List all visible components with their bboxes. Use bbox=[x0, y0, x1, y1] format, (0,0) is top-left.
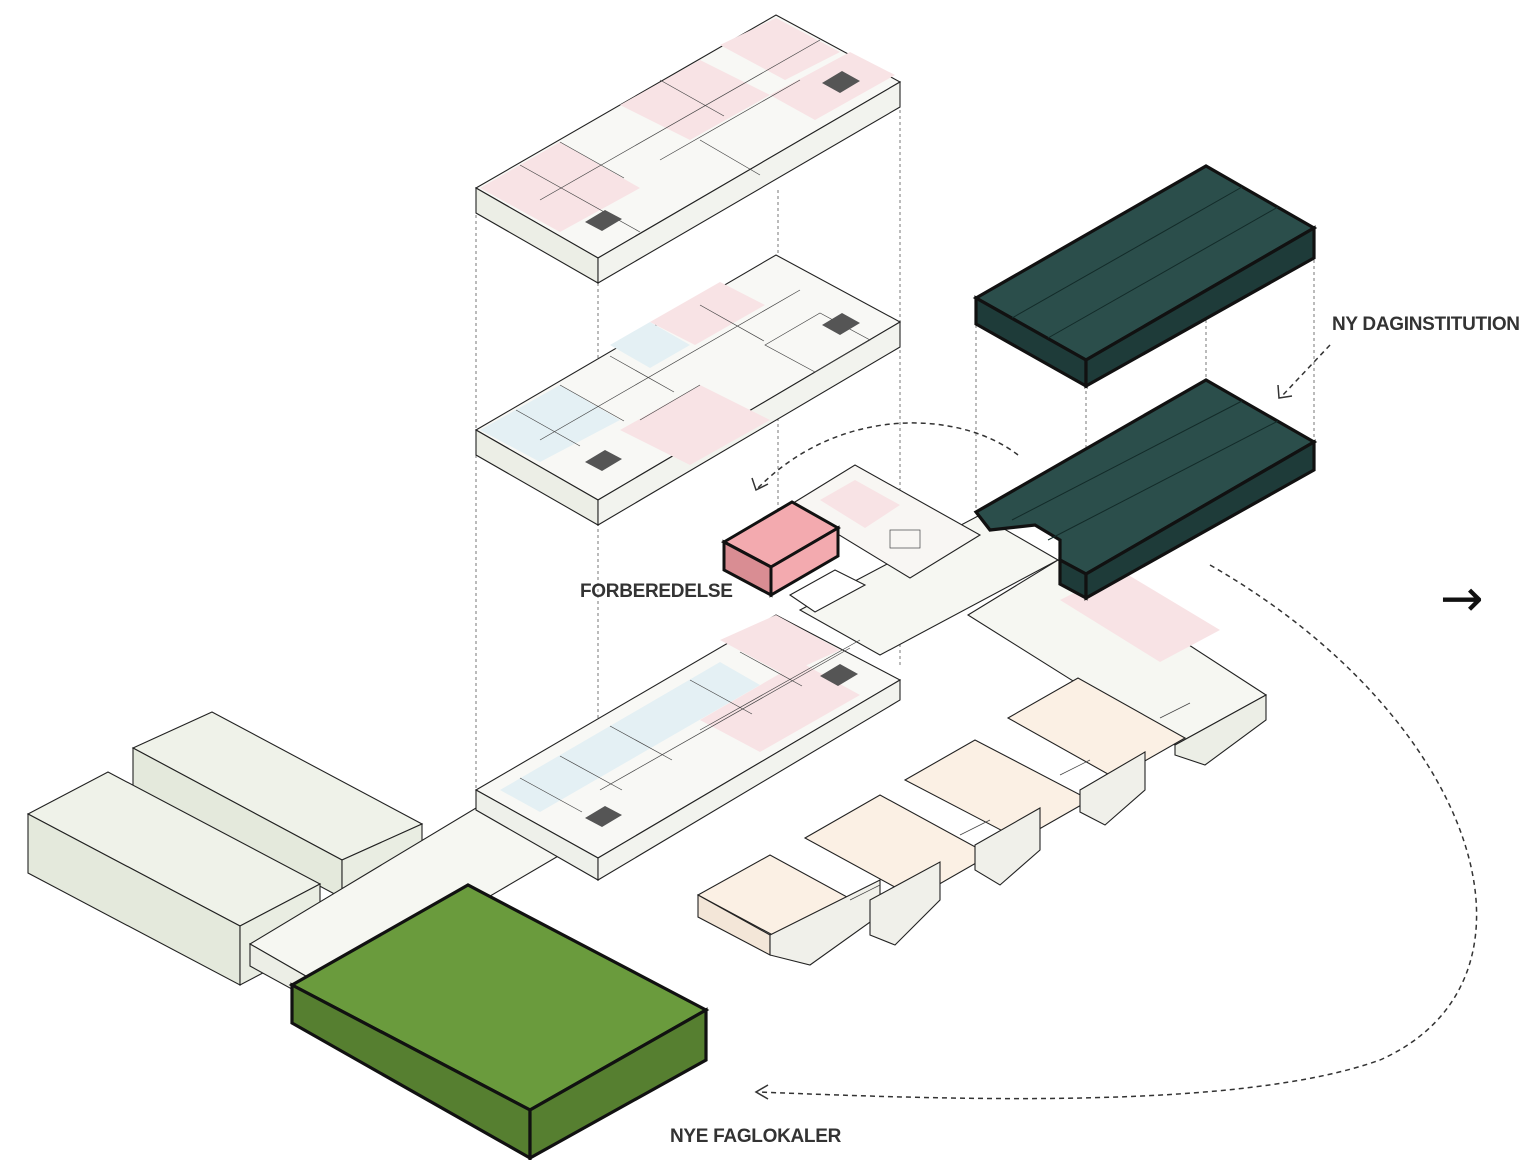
forberedelse-block bbox=[720, 500, 842, 598]
upper-floor-1 bbox=[474, 254, 902, 526]
faglokaler-block bbox=[288, 883, 710, 1160]
ground-floor-center bbox=[788, 464, 982, 613]
flow-arrows bbox=[751, 344, 1478, 1100]
daginstitution-ground-block bbox=[973, 378, 1318, 601]
upper-floor-2 bbox=[474, 14, 902, 284]
forberedelse-label: FORBEREDELSE bbox=[580, 581, 733, 602]
stair-icon bbox=[585, 664, 858, 827]
faglokaler-label: NYE FAGLOKALER bbox=[670, 1126, 842, 1147]
stair-icon bbox=[889, 529, 921, 549]
stair-icon bbox=[585, 71, 860, 231]
daginstitution-label: NY DAGINSTITUTION bbox=[1332, 314, 1520, 335]
stair-icon bbox=[585, 313, 860, 471]
next-arrow-icon[interactable]: → bbox=[1440, 569, 1484, 629]
daginstitution-upper-block bbox=[972, 164, 1318, 389]
ground-floor-main-wing bbox=[474, 614, 902, 881]
ground-floor-east-wing bbox=[696, 559, 1268, 966]
